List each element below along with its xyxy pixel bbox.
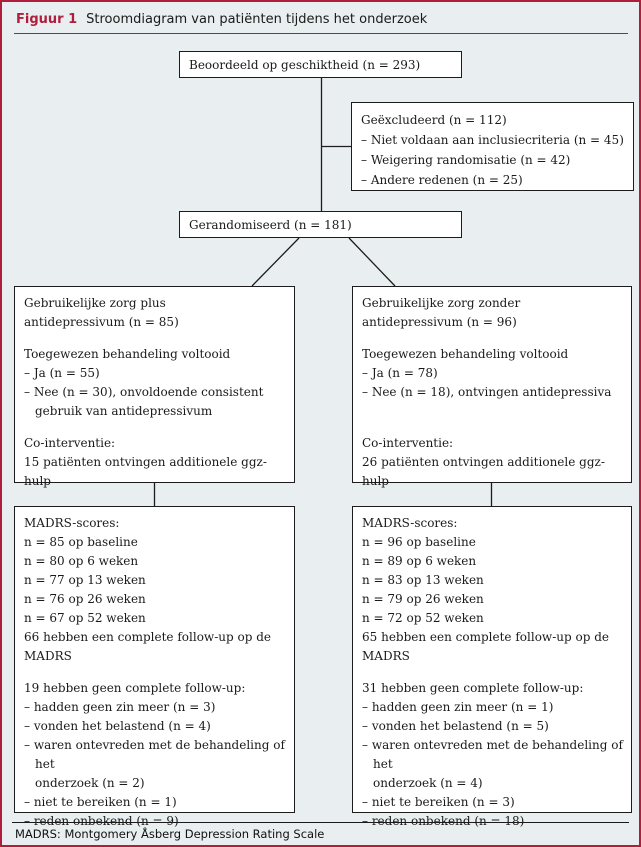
box-line: n = 79 op 26 weken — [362, 592, 484, 606]
box-line: n = 96 op baseline — [362, 535, 476, 549]
figure-title: Stroomdiagram van patiënten tijdens het … — [86, 12, 428, 27]
box-line: – hadden geen zin meer (n = 1) — [362, 700, 554, 714]
box-line: n = 72 op 52 weken — [362, 611, 484, 625]
right-madrs-box: MADRS-scores: n = 96 op baseline n = 89 op… — [352, 506, 632, 828]
box-line: n = 89 op 6 weken — [362, 554, 477, 568]
box-line: Gebruikelijke zorg plus — [24, 296, 166, 310]
box-line: Toegewezen behandeling voltooid — [362, 347, 569, 361]
box-line: – niet te bereiken (n = 1) — [24, 795, 177, 809]
box-line: n = 83 op 13 weken — [362, 573, 484, 587]
box-line: antidepressivum (n = 96) — [362, 315, 517, 329]
box-line: – vonden het belastend (n = 4) — [24, 719, 211, 733]
box-line: 15 patiënten ontvingen additionele ggz-h… — [24, 455, 267, 488]
box-line: – reden onbekend (n = 18) — [362, 814, 525, 828]
box-line: MADRS — [362, 649, 410, 663]
box-line: – Weigering randomisatie (n = 42) — [361, 153, 571, 167]
box-line: MADRS — [24, 649, 72, 663]
box-line: n = 76 op 26 weken — [24, 592, 146, 606]
line-spacer — [362, 402, 623, 434]
left-madrs-box: MADRS-scores: n = 85 op baseline n = 80 op… — [14, 506, 295, 828]
box-line: – reden onbekend (n = 9) — [24, 814, 179, 828]
box-line: Co-interventie: — [24, 436, 116, 450]
randomized-label: Gerandomiseerd (n = 181) — [189, 217, 352, 232]
box-line: – waren ontevreden met de behandeling of… — [24, 738, 285, 771]
box-line: onderzoek (n = 2) — [35, 776, 145, 790]
box-line: n = 80 op 6 weken — [24, 554, 139, 568]
box-line: n = 77 op 13 weken — [24, 573, 146, 587]
figure-label: Figuur 1 — [16, 12, 78, 27]
line-spacer — [362, 666, 623, 679]
line-spacer — [362, 332, 623, 345]
right-arm-box: Gebruikelijke zorg zonder antidepressivum… — [352, 286, 632, 488]
box-line: – Andere redenen (n = 25) — [361, 173, 523, 187]
box-line: – hadden geen zin meer (n = 3) — [24, 700, 216, 714]
assessed-box: Beoordeeld op geschiktheid (n = 293) — [179, 51, 462, 78]
box-line: – Niet voldaan aan inclusiecriteria (n =… — [361, 133, 624, 147]
line-spacer — [24, 666, 286, 679]
box-line: – niet te bereiken (n = 3) — [362, 795, 515, 809]
box-line: MADRS-scores: — [362, 516, 458, 530]
box-line: 66 hebben een complete follow-up op de — [24, 630, 271, 644]
box-line: n = 85 op baseline — [24, 535, 138, 549]
box-line: 31 hebben geen complete follow-up: — [362, 681, 584, 695]
box-line: 19 hebben geen complete follow-up: — [24, 681, 246, 695]
box-line: Co-interventie: — [362, 436, 454, 450]
connector-randomized-left-arm — [251, 237, 300, 287]
line-spacer — [24, 421, 286, 434]
abbreviation-note: MADRS: Montgomery Åsberg Depression Rati… — [15, 827, 325, 841]
randomized-box: Gerandomiseerd (n = 181) — [179, 211, 462, 238]
box-line: antidepressivum (n = 85) — [24, 315, 179, 329]
line-spacer — [24, 332, 286, 345]
box-line: Toegewezen behandeling voltooid — [24, 347, 231, 361]
box-line: n = 67 op 52 weken — [24, 611, 146, 625]
box-line: – vonden het belastend (n = 5) — [362, 719, 549, 733]
assessed-label: Beoordeeld op geschiktheid (n = 293) — [189, 57, 421, 72]
left-arm-box: Gebruikelijke zorg plus antidepressivum (… — [14, 286, 295, 488]
header-rule — [14, 33, 628, 34]
box-line: – Nee (n = 18), ontvingen antidepressiva — [362, 385, 612, 399]
box-line: gebruik van antidepressivum — [35, 404, 213, 418]
box-line: – Nee (n = 30), onvoldoende consistent — [24, 385, 264, 399]
connector-randomized-right-arm — [348, 237, 396, 287]
box-line: Gebruikelijke zorg zonder — [362, 296, 521, 310]
box-line: 65 hebben een complete follow-up op de — [362, 630, 609, 644]
box-line: – Ja (n = 78) — [362, 366, 438, 380]
box-line: onderzoek (n = 4) — [373, 776, 483, 790]
box-line: – waren ontevreden met de behandeling of… — [362, 738, 623, 771]
figure-header: Figuur 1 Stroomdiagram van patiënten tijd… — [16, 11, 625, 28]
box-line: Geëxcludeerd (n = 112) — [361, 113, 507, 127]
footer-rule — [12, 822, 629, 823]
box-line: 26 patiënten ontvingen additionele ggz-h… — [362, 455, 605, 488]
excluded-box: Geëxcludeerd (n = 112) – Niet voldaan aan… — [351, 102, 634, 191]
box-line: MADRS-scores: — [24, 516, 120, 530]
box-line: – Ja (n = 55) — [24, 366, 100, 380]
